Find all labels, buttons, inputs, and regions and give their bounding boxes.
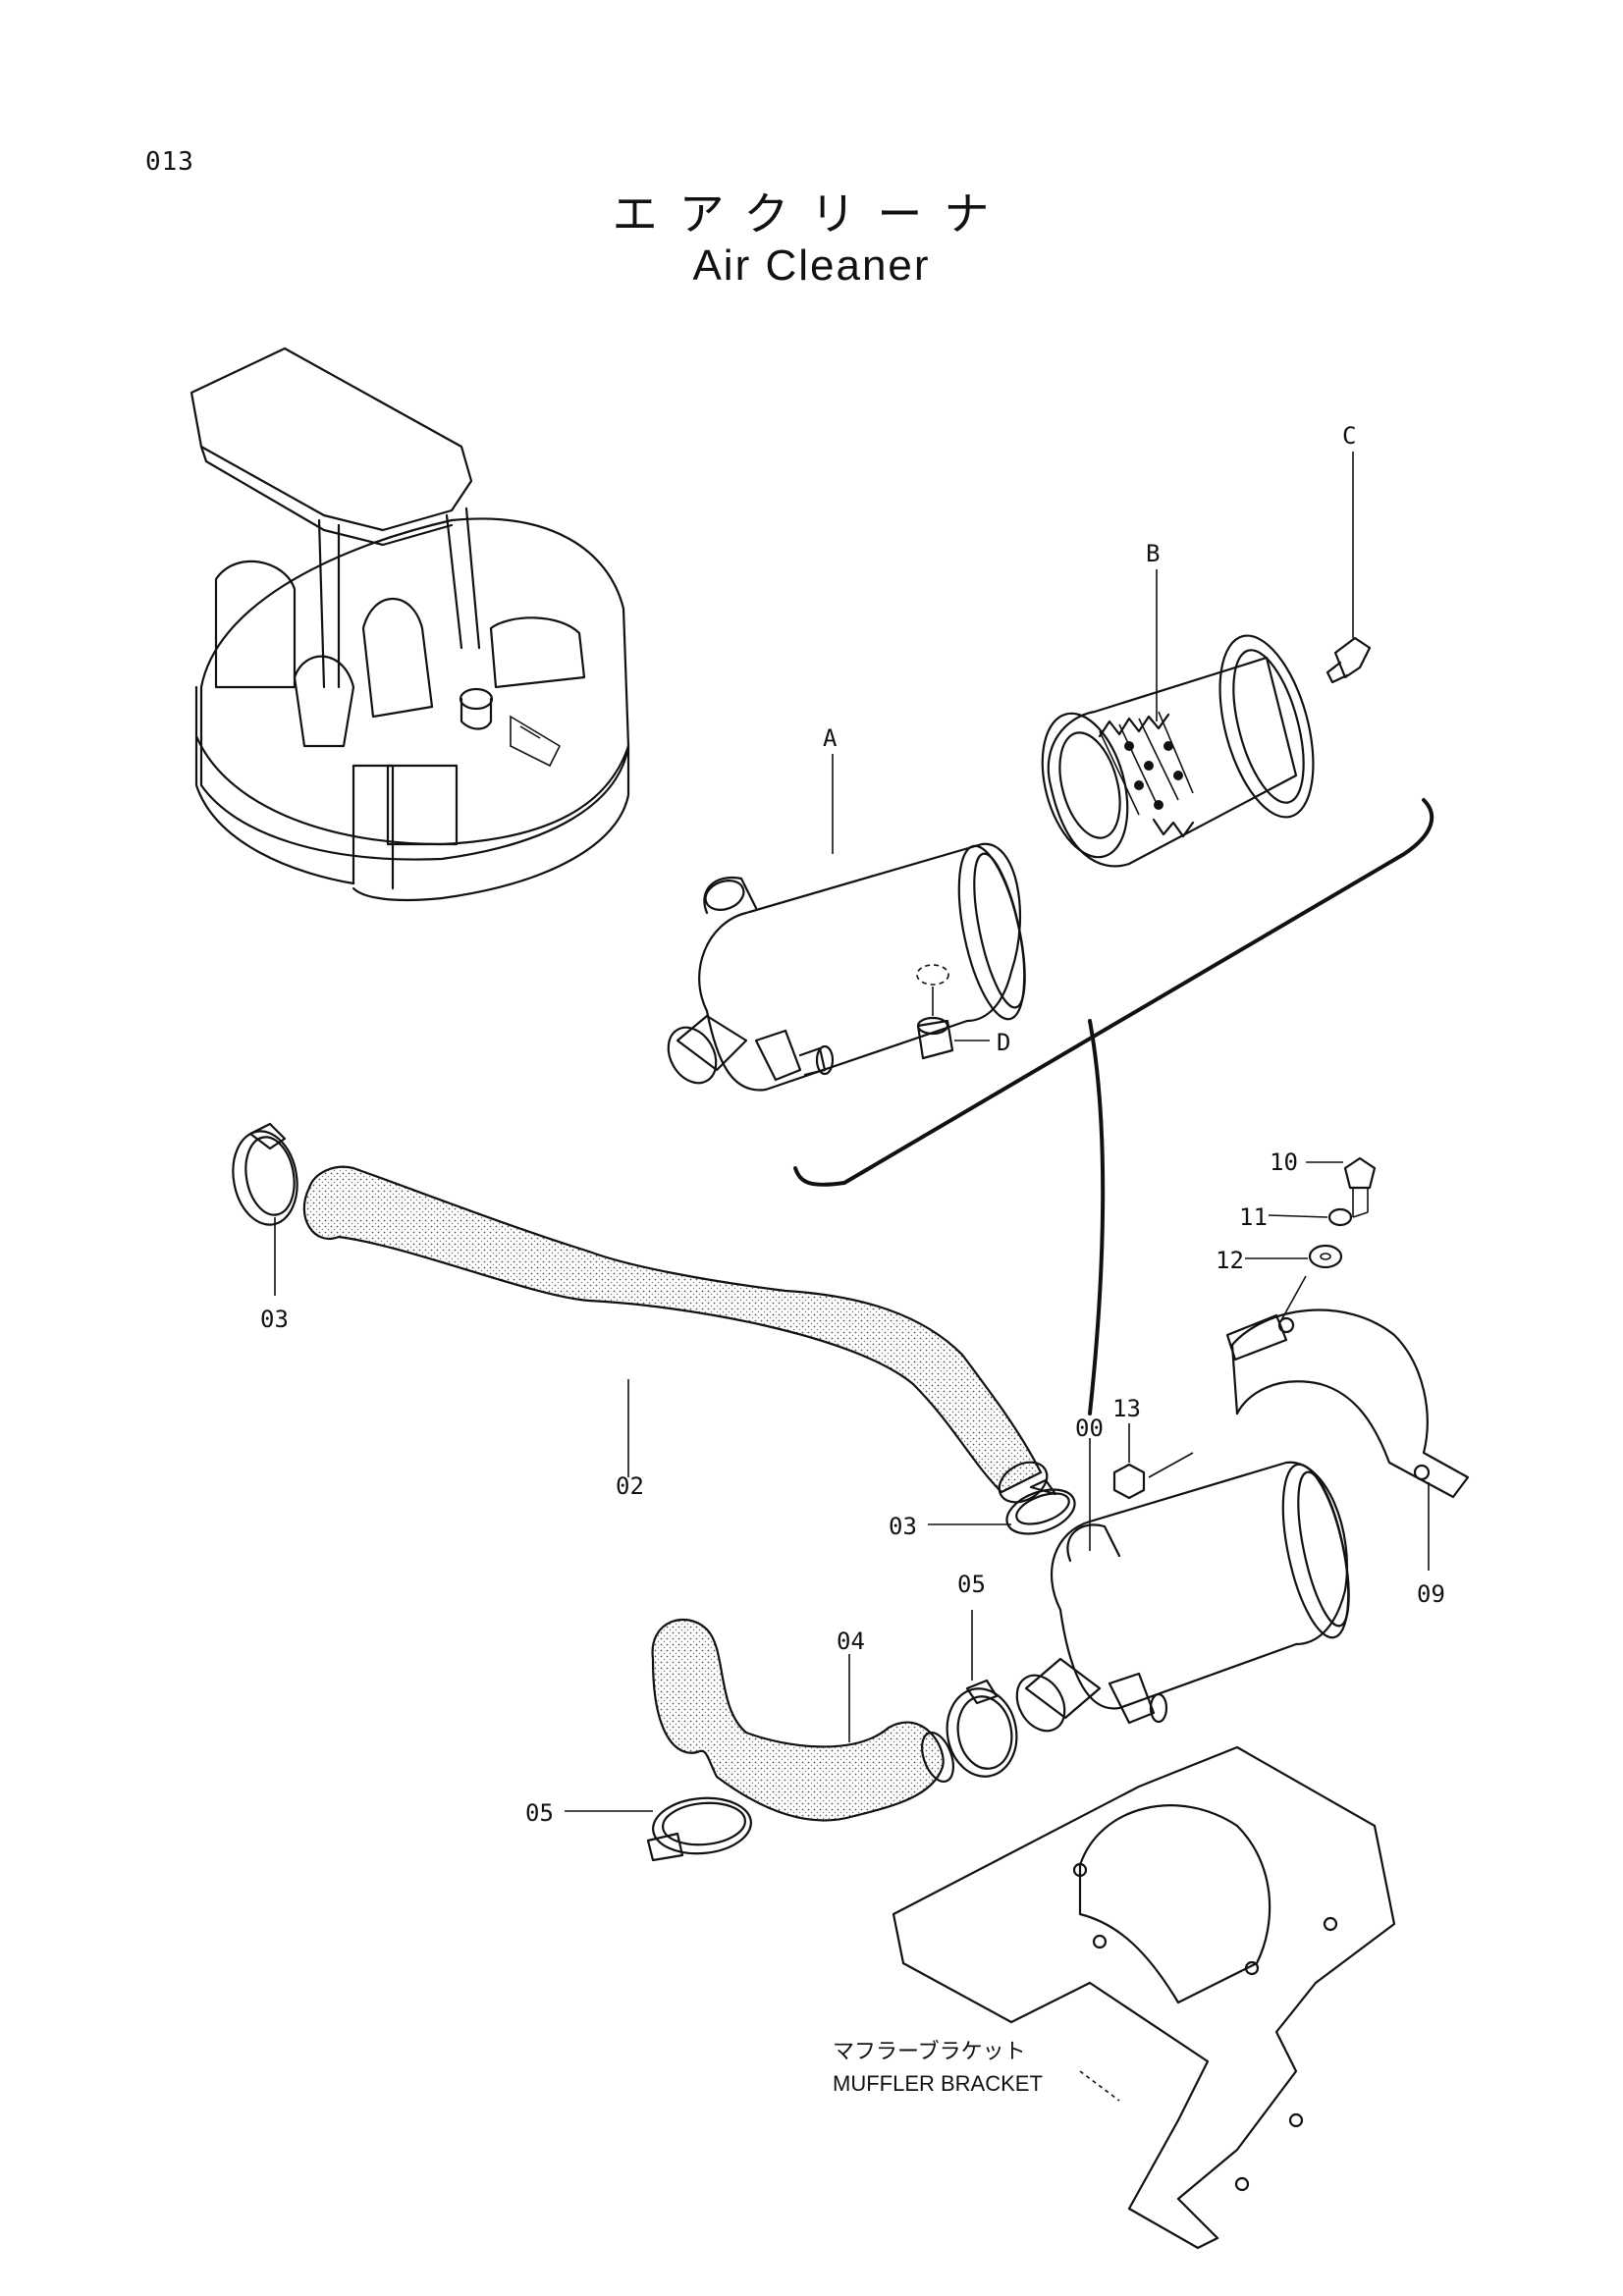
- hose-04: [651, 1618, 954, 1822]
- band-09: [1225, 1308, 1470, 1499]
- callout-00: 00: [1075, 1415, 1104, 1442]
- wing-nut-C: [1325, 452, 1372, 684]
- callout-05-upper: 05: [957, 1571, 986, 1598]
- callout-B: B: [1146, 540, 1160, 567]
- exploded-view-bracket: [793, 798, 1434, 1187]
- air-cleaner-assembly-00: [1015, 1461, 1350, 1733]
- callout-03-lower: 03: [889, 1513, 917, 1540]
- callout-C: C: [1342, 422, 1356, 450]
- washer-12: [1245, 1244, 1343, 1321]
- page-number: 013: [145, 147, 194, 177]
- title-english: Air Cleaner: [692, 241, 931, 290]
- machine-overview-illustration: [189, 347, 630, 902]
- title-japanese: エアクリーナ: [612, 187, 1011, 240]
- callout-A: A: [823, 724, 838, 752]
- bracket-label-english: MUFFLER BRACKET: [833, 2071, 1043, 2096]
- callout-12: 12: [1216, 1247, 1244, 1274]
- muffler-bracket: [892, 1745, 1396, 2250]
- hose-clamp-05-upper: [946, 1610, 1018, 1778]
- callout-03-upper: 03: [260, 1306, 289, 1333]
- hose-clamp-03-upper: [232, 1122, 298, 1296]
- nut-13: [1112, 1423, 1194, 1500]
- air-cleaner-housing-A: [667, 842, 1026, 1092]
- filter-element-B: [1041, 634, 1315, 868]
- callout-13: 13: [1112, 1395, 1141, 1422]
- callout-D: D: [997, 1029, 1010, 1056]
- bracket-label-japanese: マフラーブラケット: [833, 2039, 1026, 2063]
- callout-05-lower: 05: [525, 1799, 554, 1827]
- hose-02: [302, 1165, 1049, 1504]
- lock-washer-11: [1268, 1207, 1353, 1227]
- callout-02: 02: [616, 1472, 644, 1500]
- hose-clamp-05-lower: [565, 1796, 752, 1862]
- callout-04: 04: [837, 1628, 865, 1655]
- callout-09: 09: [1417, 1580, 1445, 1608]
- assembly-leader-line: [1088, 1019, 1106, 1415]
- bolt-10: [1306, 1156, 1377, 1218]
- callout-11: 11: [1239, 1203, 1268, 1231]
- callout-10: 10: [1270, 1148, 1298, 1176]
